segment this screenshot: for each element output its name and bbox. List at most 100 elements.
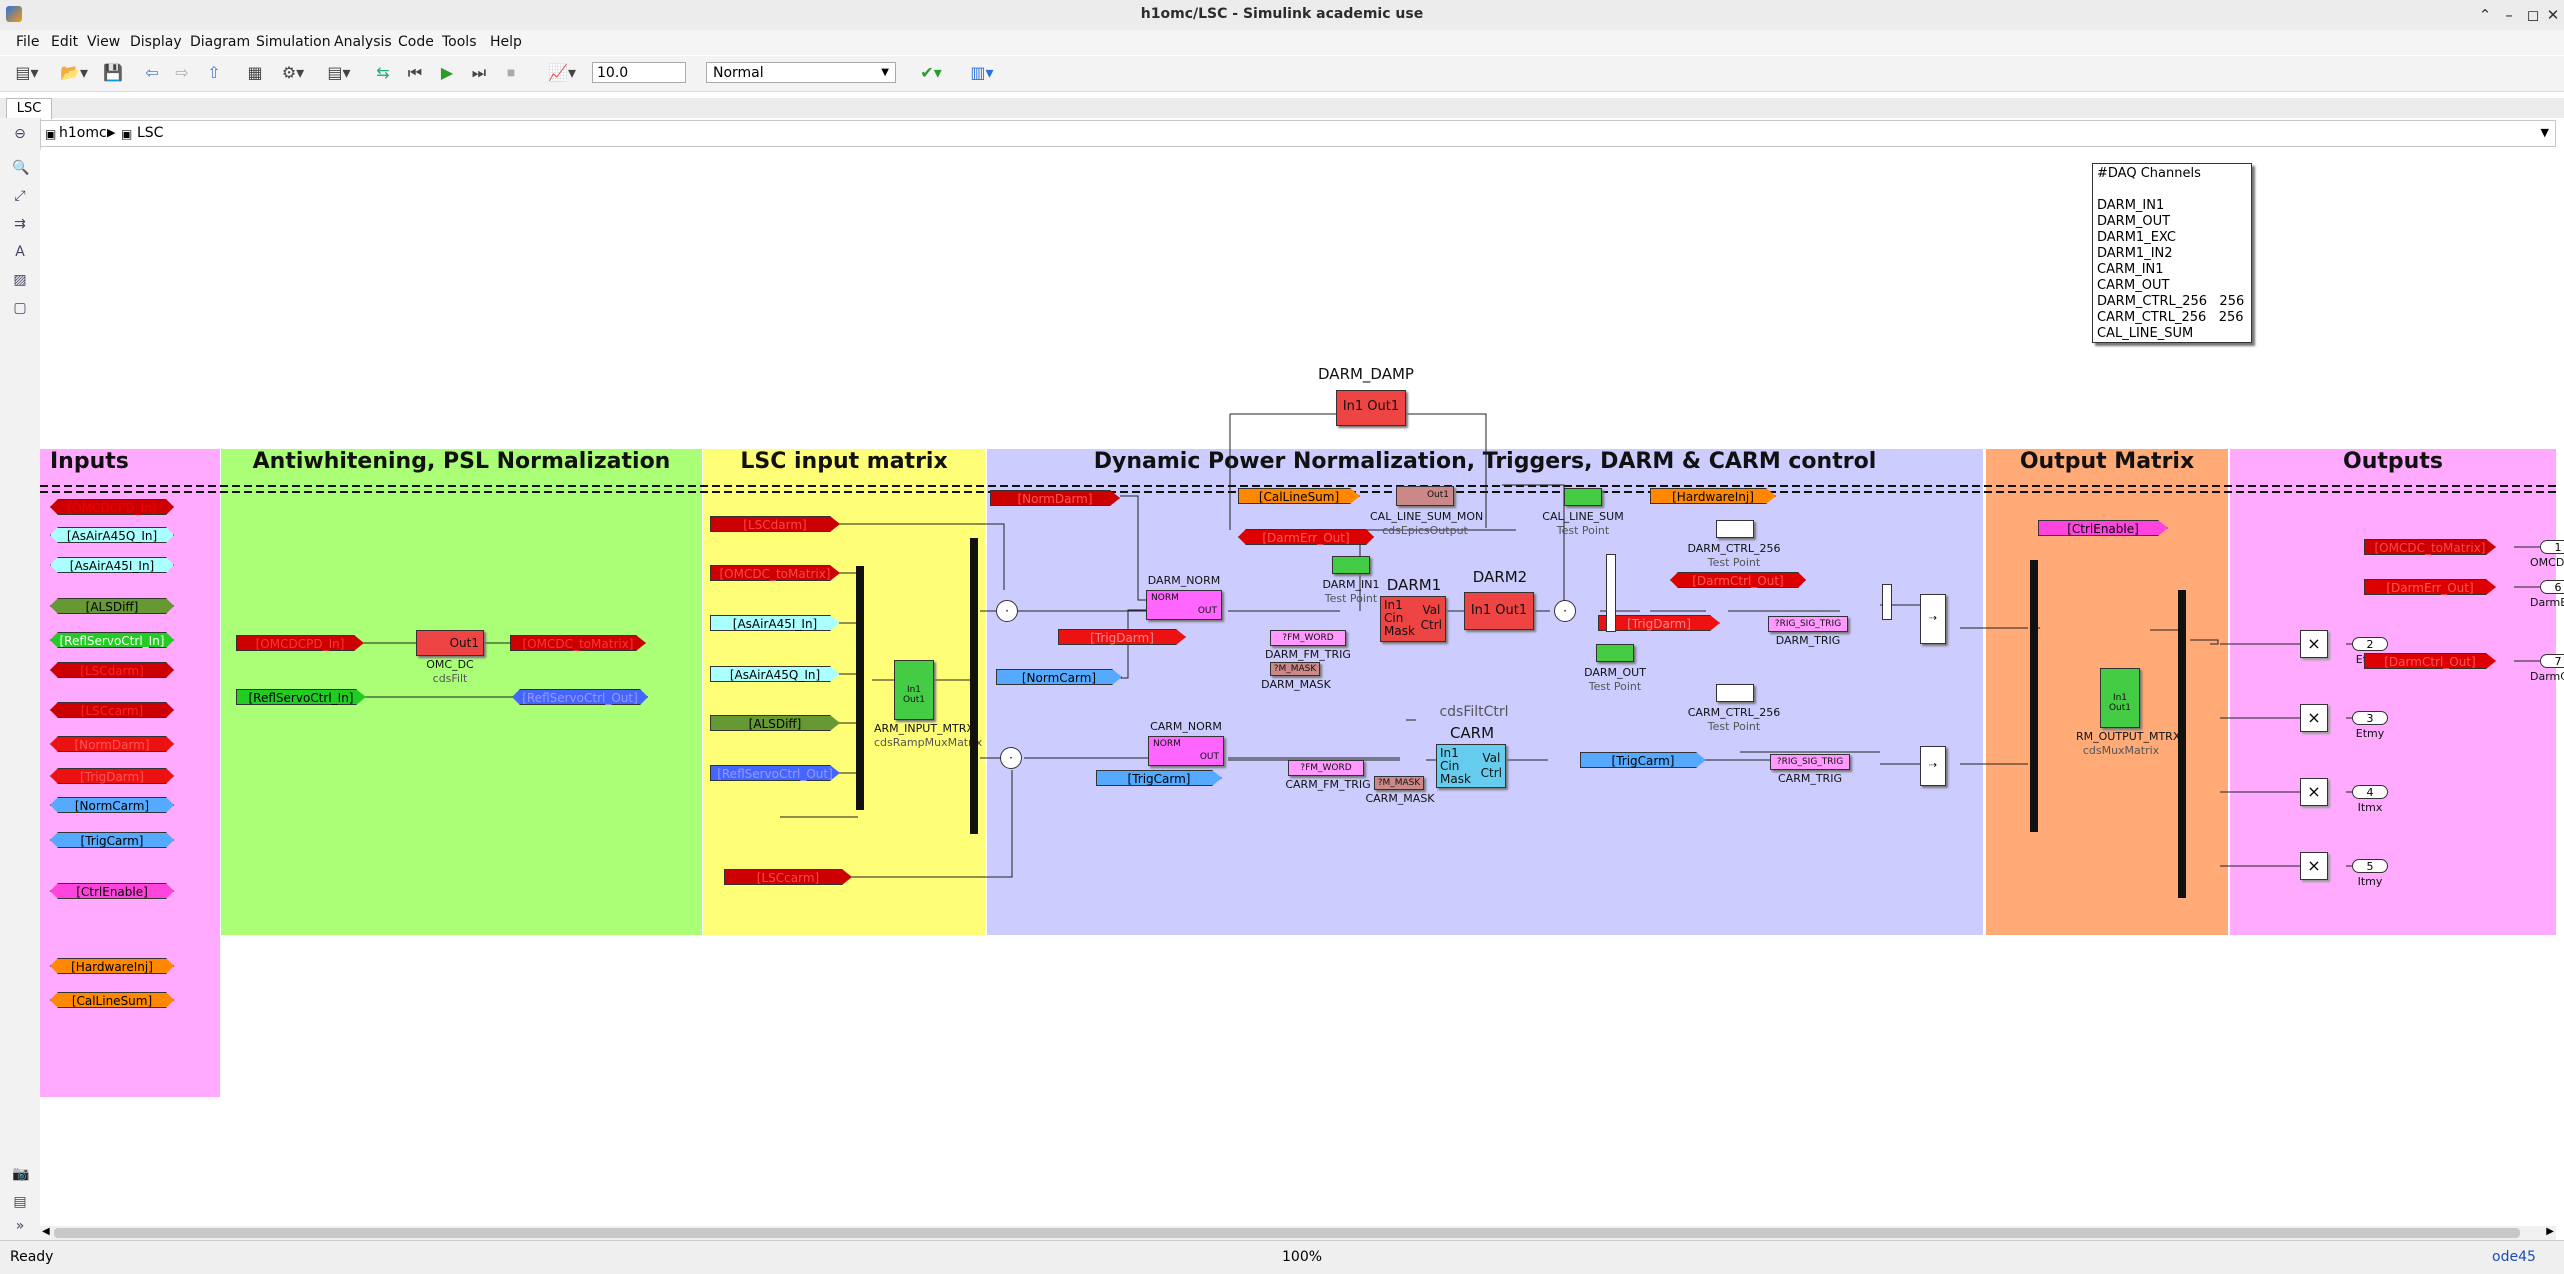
dyn-tag-darmctrl-out[interactable]: [DarmCtrl_Out]	[1670, 572, 1806, 588]
input-tag-reflservo[interactable]: [ReflServoCtrl_In]	[50, 632, 174, 648]
scope-icon[interactable]: 📈▾	[548, 63, 576, 82]
dyn-tag-hardwareinj[interactable]: [HardwareInj]	[1650, 488, 1776, 504]
build-icon[interactable]: ▥▾	[970, 63, 994, 82]
update-diagram-icon[interactable]: ⇆	[376, 63, 390, 82]
darm-norm-block[interactable]: NORM OUT	[1146, 590, 1222, 620]
out-tag-darmctrl[interactable]: [DarmCtrl_Out]	[2364, 653, 2496, 669]
open-icon[interactable]: 📂▾	[60, 63, 88, 82]
carm-ctrl-256-block[interactable]	[1716, 684, 1754, 702]
darm-sum[interactable]: ·	[996, 600, 1018, 622]
forward-icon[interactable]: ⇨	[175, 63, 189, 82]
input-tag-lscdarm[interactable]: [LSCdarm]	[50, 662, 174, 678]
aw-from-omcdcpd[interactable]: [OMCDCPD_In]	[236, 635, 364, 651]
dyn-tag-normcarm[interactable]: [NormCarm]	[996, 669, 1122, 685]
step-forward-icon[interactable]: ⏭	[471, 63, 487, 82]
outport-itmx[interactable]: 4	[2352, 785, 2388, 799]
carm-fm-trig-block[interactable]: ?FM_WORD	[1288, 760, 1364, 776]
darm-fm-trig-block[interactable]: ?FM_WORD	[1270, 630, 1346, 646]
dyn-tag-trigcarm-2[interactable]: [TrigCarm]	[1580, 752, 1706, 768]
maximize-button[interactable]: ◻	[2526, 6, 2540, 24]
im-tag-reflservo-out[interactable]: [ReflServoCtrl_Out]	[710, 765, 840, 781]
outport-darmctrl[interactable]: 7	[2540, 654, 2564, 668]
menu-view[interactable]: View	[87, 34, 121, 50]
dyn-tag-callinesum[interactable]: [CalLineSum]	[1238, 488, 1360, 504]
zoom-icon[interactable]: 🔍	[12, 160, 30, 176]
new-model-icon[interactable]: ▤▾	[15, 63, 39, 82]
image-icon[interactable]: ▨	[13, 272, 27, 288]
outport-itmy[interactable]: 5	[2352, 859, 2388, 873]
dyn-tag-normdarm[interactable]: [NormDarm]	[990, 490, 1120, 506]
menu-help[interactable]: Help	[490, 34, 522, 50]
input-tag-asair45i[interactable]: [AsAirA45I_In]	[50, 557, 174, 573]
darm-trig-block[interactable]: ?RIG_SIG_TRIG	[1768, 616, 1848, 632]
collapse-icon[interactable]: ⌃	[2478, 6, 2492, 24]
expand-palette-icon[interactable]: »	[15, 1218, 25, 1234]
breadcrumb-root[interactable]: h1omc	[59, 125, 107, 141]
input-mux-bar[interactable]	[856, 566, 864, 810]
breadcrumb-current[interactable]: LSC	[137, 125, 164, 141]
menu-analysis[interactable]: Analysis	[334, 34, 392, 50]
output-mux-bar[interactable]	[2030, 560, 2038, 832]
menu-code[interactable]: Code	[398, 34, 434, 50]
darm-ctrl-256-block[interactable]	[1716, 520, 1754, 538]
darm-sel-mux[interactable]	[1882, 584, 1892, 620]
output-demux-bar[interactable]	[2178, 590, 2186, 898]
darm2-filter-block[interactable]: In1 Out1	[1464, 592, 1534, 630]
outport-darmerr[interactable]: 6	[2540, 580, 2564, 594]
carm-sum[interactable]: ·	[1000, 747, 1022, 769]
scroll-right-icon[interactable]: ▶	[2546, 1226, 2554, 1237]
darm-switch-block[interactable]: ⇢	[1920, 594, 1946, 644]
stop-time-input[interactable]: 10.0	[592, 62, 686, 83]
omc-dc-filter-block[interactable]: Out1	[416, 630, 484, 656]
library-browser-icon[interactable]: ▦	[247, 63, 263, 82]
input-tag-omcdcpd[interactable]: [OMCDCPD_In]	[50, 499, 174, 515]
out-tag-omcdc[interactable]: [OMCDC_toMatrix]	[2364, 539, 2496, 555]
save-icon[interactable]: 💾	[103, 63, 123, 82]
outport-etmy[interactable]: 3	[2352, 711, 2388, 725]
arm-input-matrix-block[interactable]: In1 Out1	[894, 660, 934, 720]
scroll-thumb[interactable]	[54, 1228, 2520, 1238]
arrow-icon[interactable]: ⇉	[14, 216, 26, 232]
im-tag-asair45i[interactable]: [AsAirA45I_In]	[710, 615, 840, 631]
screenshot-icon[interactable]: 📷	[12, 1166, 30, 1182]
dyn-tag-trigdarm[interactable]: [TrigDarm]	[1058, 629, 1186, 645]
aw-to-reflservo[interactable]: [ReflServoCtrl_Out]	[512, 689, 648, 705]
darm1-filter-block[interactable]: In1 Cin Mask Val Ctrl	[1380, 596, 1446, 642]
model-canvas[interactable]: Inputs Antiwhitening, PSL Normalization …	[40, 150, 2564, 1228]
menu-file[interactable]: File	[16, 34, 40, 50]
itmy-product[interactable]: ×	[2300, 852, 2328, 880]
input-tag-trigdarm[interactable]: [TrigDarm]	[50, 768, 174, 784]
im-tag-lscdarm[interactable]: [LSCdarm]	[710, 516, 840, 532]
input-tag-lsccarm[interactable]: [LSCcarm]	[50, 702, 174, 718]
darm-damp-block[interactable]: In1 Out1	[1336, 390, 1406, 426]
daq-channels-annotation[interactable]: #DAQ Channels DARM_IN1 DARM_OUT DARM1_EX…	[2092, 163, 2252, 343]
menu-diagram[interactable]: Diagram	[190, 34, 251, 50]
hide-browser-icon[interactable]: ⊖	[14, 126, 26, 142]
back-icon[interactable]: ⇦	[145, 63, 159, 82]
area-icon[interactable]: ▢	[13, 300, 27, 316]
im-tag-omcdc[interactable]: [OMCDC_toMatrix]	[710, 565, 840, 581]
carm-filter-block[interactable]: In1 Cin Mask Val Ctrl	[1436, 744, 1506, 788]
darm-out-tp-block[interactable]	[1596, 644, 1634, 662]
om-tag-ctrlenable[interactable]: [CtrlEnable]	[2038, 520, 2168, 536]
breadcrumb-dropdown-icon[interactable]: ▼	[2540, 126, 2549, 139]
model-advisor-icon[interactable]: ✔▾	[920, 63, 942, 82]
stop-icon[interactable]: ⏹	[506, 63, 515, 82]
input-tag-trigcarm[interactable]: [TrigCarm]	[50, 832, 174, 848]
cal-line-sum-mon-block[interactable]: Out1	[1396, 486, 1454, 506]
aw-from-reflservo[interactable]: [ReflServoCtrl_In]	[236, 689, 366, 705]
horizontal-scrollbar[interactable]: ◀ ▶	[40, 1226, 2556, 1240]
itmx-product[interactable]: ×	[2300, 778, 2328, 806]
annotation-icon[interactable]: A	[15, 244, 25, 260]
cal-line-sum-tp-block[interactable]	[1564, 488, 1602, 506]
run-icon[interactable]: ▶	[440, 63, 454, 82]
carm-norm-block[interactable]: NORM OUT	[1148, 736, 1224, 766]
scroll-left-icon[interactable]: ◀	[42, 1226, 50, 1237]
simulation-mode-select[interactable]: Normal ▼	[706, 62, 896, 83]
close-button[interactable]: ✕	[2546, 6, 2560, 24]
darm-ctrl-mux[interactable]	[1606, 554, 1616, 632]
input-tag-normdarm[interactable]: [NormDarm]	[50, 736, 174, 752]
minimize-button[interactable]: –	[2505, 6, 2513, 24]
carm-mask-block[interactable]: ?M_MASK	[1374, 776, 1424, 790]
model-config-icon[interactable]: ⚙▾	[281, 63, 305, 82]
